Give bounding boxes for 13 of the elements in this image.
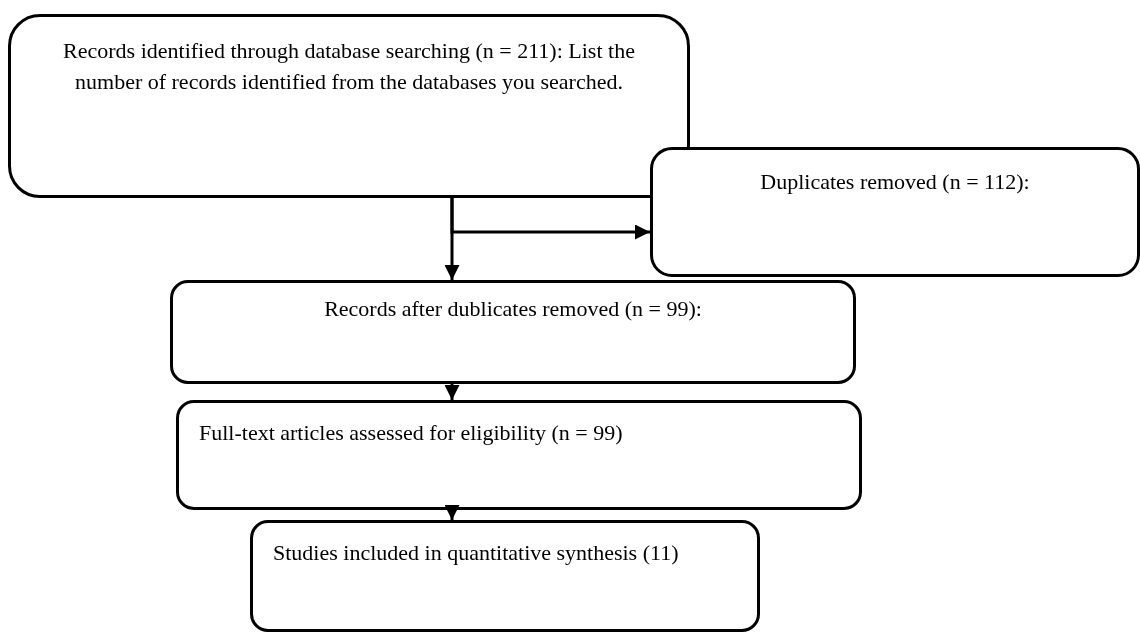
box-text: Duplicates removed (n = 112):: [760, 169, 1030, 194]
process-box: [8, 14, 690, 198]
process-box: [176, 400, 862, 510]
process-box: [650, 147, 1140, 277]
box-text: Records after dublicates removed (n = 99):: [324, 296, 702, 321]
box-text: Studies included in quantitative synthesis (11): [273, 540, 679, 565]
box-text: Records identified through database searching (n = 211): List the number of records identified from the databases you searched.: [63, 38, 635, 94]
arrow: [444, 505, 460, 520]
arrow: [444, 198, 460, 280]
process-box: [170, 280, 856, 384]
process-box: [250, 520, 760, 632]
box-text: Full-text articles assessed for eligibility (n = 99): [199, 420, 623, 445]
arrow: [444, 384, 460, 400]
